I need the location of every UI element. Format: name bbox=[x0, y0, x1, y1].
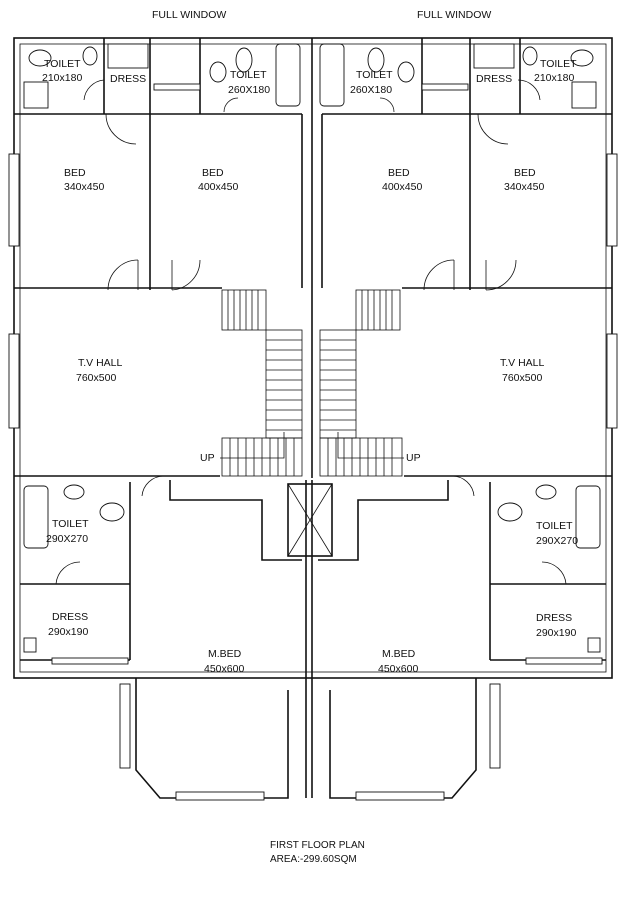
plan-caption: FIRST FLOOR PLAN AREA:-299.60SQM bbox=[270, 840, 365, 865]
toilet-size-bottom-left: 290X270 bbox=[46, 533, 88, 545]
tv-hall-label-right: T.V HALL bbox=[500, 357, 545, 369]
staircase-right bbox=[319, 289, 404, 477]
full-window-label-right: FULL WINDOW bbox=[417, 9, 491, 21]
plan-title: FIRST FLOOR PLAN bbox=[270, 840, 365, 851]
interior-walls bbox=[14, 38, 612, 661]
master-bed-label-right: M.BED bbox=[382, 648, 416, 660]
toilet-size-top-left: 210x180 bbox=[42, 72, 82, 84]
toilet-label-top-center-left: TOILET bbox=[230, 69, 267, 81]
toilet-label-top-left: TOILET bbox=[44, 58, 81, 70]
tv-hall-label-left: T.V HALL bbox=[78, 357, 123, 369]
master-bed-size-left: 450x600 bbox=[204, 663, 244, 675]
dress-label-top-right: DRESS bbox=[476, 73, 512, 85]
bed-size-left: 340x450 bbox=[64, 181, 104, 193]
full-window-label-left: FULL WINDOW bbox=[152, 9, 226, 21]
toilet-label-top-center-right: TOILET bbox=[356, 69, 393, 81]
bed-size-center-right: 400x450 bbox=[382, 181, 422, 193]
stair-up-label-right: UP bbox=[406, 452, 421, 464]
bathroom-fixtures bbox=[23, 43, 601, 653]
room-labels: FULL WINDOW FULL WINDOW TOILET 210x180 D… bbox=[42, 9, 578, 675]
bed-label-left: BED bbox=[64, 167, 86, 179]
master-bed-label-left: M.BED bbox=[208, 648, 242, 660]
bed-size-right: 340x450 bbox=[504, 181, 544, 193]
toilet-label-bottom-right: TOILET bbox=[536, 520, 573, 532]
bed-size-center-left: 400x450 bbox=[198, 181, 238, 193]
bed-label-center-left: BED bbox=[202, 167, 224, 179]
toilet-size-top-center-left: 260X180 bbox=[228, 84, 270, 96]
dress-size-bottom-right: 290x190 bbox=[536, 627, 576, 639]
bed-label-center-right: BED bbox=[388, 167, 410, 179]
toilet-size-top-right: 210x180 bbox=[534, 72, 574, 84]
toilet-size-top-center-right: 260X180 bbox=[350, 84, 392, 96]
toilet-label-bottom-left: TOILET bbox=[52, 518, 89, 530]
bed-label-right: BED bbox=[514, 167, 536, 179]
outer-walls bbox=[13, 37, 613, 799]
staircase-left bbox=[220, 289, 303, 477]
master-bed-size-right: 450x600 bbox=[378, 663, 418, 675]
doors bbox=[55, 79, 567, 585]
toilet-label-top-right: TOILET bbox=[540, 58, 577, 70]
dress-label-bottom-left: DRESS bbox=[52, 611, 88, 623]
windows bbox=[8, 83, 618, 801]
toilet-size-bottom-right: 290X270 bbox=[536, 535, 578, 547]
tv-hall-size-left: 760x500 bbox=[76, 372, 116, 384]
dress-size-bottom-left: 290x190 bbox=[48, 626, 88, 638]
stair-up-label-left: UP bbox=[200, 452, 215, 464]
plan-area: AREA:-299.60SQM bbox=[270, 854, 357, 865]
dress-label-bottom-right: DRESS bbox=[536, 612, 572, 624]
tv-hall-size-right: 760x500 bbox=[502, 372, 542, 384]
dress-label-top-left: DRESS bbox=[110, 73, 146, 85]
